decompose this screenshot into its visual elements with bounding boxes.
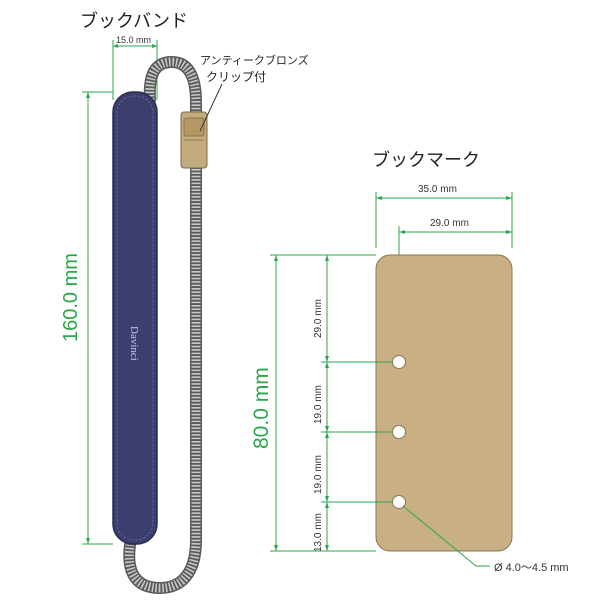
- bookmark-height-label: 80.0 mm: [250, 367, 273, 449]
- brand-text: Davinci: [128, 326, 140, 361]
- hole-2: [392, 425, 406, 439]
- bookband-length-label: 160.0 mm: [60, 253, 82, 342]
- hole-diameter-label: Ø 4.0～4.5 mm: [494, 562, 569, 574]
- bookband-width-label: 15.0 mm: [116, 35, 151, 45]
- segment-label-3: 19.0 mm: [313, 455, 324, 494]
- bookband-length-dimension: 160.0 mm: [60, 91, 113, 545]
- navy-band: Davinci: [112, 91, 158, 545]
- clip-label-line1: アンティークブロンズ: [200, 53, 309, 67]
- segment-dimensions: 29.0 mm 19.0 mm 19.0 mm 13.0 mm: [313, 255, 393, 552]
- bookmark-width-label: 35.0 mm: [418, 184, 457, 195]
- segment-label-4: 13.0 mm: [313, 513, 324, 552]
- hole-1: [392, 355, 406, 369]
- segment-label-2: 19.0 mm: [313, 385, 324, 424]
- bookmark-card: [375, 254, 513, 552]
- bookband-title: ブックバンド: [80, 10, 188, 32]
- bookmark-height-dimension: 80.0 mm: [250, 254, 376, 552]
- clip-label-line2: クリップ付: [206, 70, 266, 84]
- bronze-clip: [180, 111, 208, 169]
- bookmark-title: ブックマーク: [372, 149, 480, 171]
- hole-diameter-callout: Ø 4.0～4.5 mm: [402, 505, 569, 574]
- bookmark-width-dimension: 35.0 mm: [375, 184, 513, 248]
- elastic-cord: [123, 55, 202, 595]
- hole-offset-label: 29.0 mm: [430, 218, 469, 229]
- segment-label-1: 29.0 mm: [313, 299, 324, 338]
